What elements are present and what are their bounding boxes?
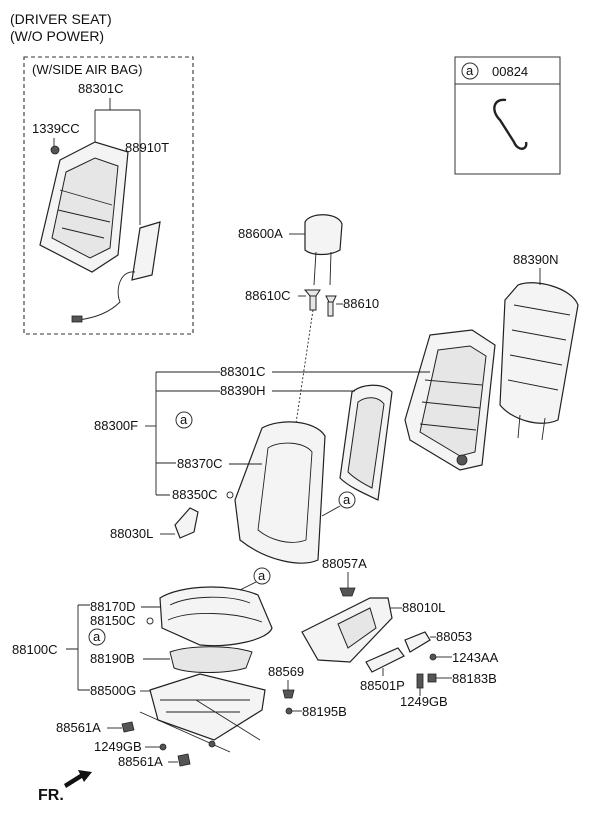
label-cap-a: 88561A [56, 720, 101, 735]
legend-circle-letter: a [466, 63, 474, 78]
front-direction-indicator: FR. [38, 770, 92, 804]
headrest [304, 214, 343, 286]
label-cap-b: 88561A [118, 754, 163, 769]
wire-clip-icon [493, 98, 528, 150]
label-pad-c: 88350C [172, 487, 218, 502]
seatback-rear-pad [499, 282, 579, 441]
callout-a-1 [175, 411, 193, 429]
bolt-c [416, 673, 424, 689]
label-handle: 88053 [436, 629, 472, 644]
label-cushion-sub: 88190B [90, 651, 135, 666]
label-shield: 88010L [402, 600, 445, 615]
label-cushion-cover: 88170D [90, 599, 136, 614]
callout-a-3-letter: a [258, 568, 266, 583]
cushion-assy-bracket [66, 604, 90, 691]
side-shield [301, 597, 393, 663]
legend-border [454, 56, 561, 175]
side-airbag-inset: (W/SIDE AIR BAG) 88301C 1339CC 88910T [23, 56, 194, 335]
bolt-a [429, 653, 437, 661]
callout-a-2 [338, 491, 356, 509]
label-pad-h: 88390H [220, 383, 266, 398]
callout-a-3 [253, 567, 271, 585]
label-headrest: 88600A [238, 226, 283, 241]
inset-side-airbag [71, 221, 161, 323]
bolt-d [159, 743, 167, 751]
cap-b [177, 753, 191, 767]
screw-b [285, 707, 293, 715]
clip-part [339, 587, 356, 597]
label-cushion-pad: 88150C [90, 613, 136, 628]
callout-a-2-letter: a [343, 492, 351, 507]
screw-a [282, 689, 295, 699]
recliner-knob [174, 507, 199, 539]
header-line-1: (DRIVER SEAT) [10, 11, 112, 27]
diagram-header: (DRIVER SEAT) (W/O POWER) [10, 11, 112, 44]
inset-seatback-frame [39, 141, 129, 273]
label-guide: 88610 [343, 296, 379, 311]
bolt-b [427, 673, 437, 683]
label-back-pad: 88390N [513, 252, 559, 267]
label-bolt-d: 1249GB [94, 739, 142, 754]
clip-legend-box: a 00824 [454, 56, 561, 175]
label-bolt-c: 1249GB [400, 694, 448, 709]
side-airbag-border [23, 56, 194, 335]
callout-a-4 [88, 628, 106, 646]
label-track: 88500G [90, 683, 136, 698]
label-lever: 88501P [360, 678, 405, 693]
label-screw-a: 88569 [268, 664, 304, 679]
legend-part-number: 00824 [492, 64, 528, 79]
callout-a-4-letter: a [93, 629, 101, 644]
label-bolt-a: 1243AA [452, 650, 499, 665]
label-frame: 88301C [220, 364, 266, 379]
cushion-cover [159, 586, 273, 647]
seatback-cover [234, 421, 326, 564]
seatback-frame [404, 329, 496, 471]
headrest-guides [303, 289, 337, 317]
cap-a [121, 721, 135, 733]
back-assy-bracket [155, 371, 220, 496]
side-airbag-title: (W/SIDE AIR BAG) [32, 62, 143, 77]
front-arrow-icon [64, 770, 92, 788]
label-clip: 88057A [322, 556, 367, 571]
label-screw-b: 88195B [302, 704, 347, 719]
front-label: FR. [38, 787, 64, 804]
height-lever [365, 647, 405, 673]
label-knob: 88030L [110, 526, 153, 541]
inset-label-screw: 1339CC [32, 121, 80, 136]
cushion-frame-track [139, 673, 266, 753]
seatback-pad [339, 384, 393, 501]
label-bolt-b: 88183B [452, 671, 497, 686]
label-back-assy: 88300F [94, 418, 138, 433]
inset-frame-leader [94, 98, 141, 225]
cushion-pad [169, 646, 253, 673]
legend-circle [461, 62, 479, 80]
recliner-handle [404, 631, 431, 653]
inset-label-airbag: 88910T [125, 140, 169, 155]
inset-label-frame: 88301C [78, 81, 124, 96]
label-cover: 88370C [177, 456, 223, 471]
label-cushion-assy: 88100C [12, 642, 58, 657]
header-line-2: (W/O POWER) [10, 28, 104, 44]
callout-a-1-letter: a [180, 412, 188, 427]
label-guide-c: 88610C [245, 288, 291, 303]
